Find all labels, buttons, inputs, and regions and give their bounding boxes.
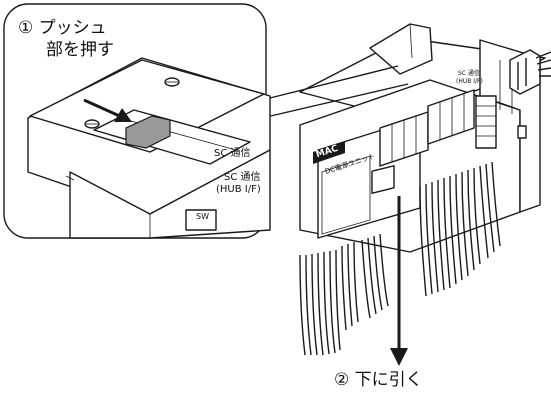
inset-label-sw: SW [196,212,209,221]
terminal-block [379,89,475,167]
inset-label-hub-line2: (HUB I/F) [216,184,261,195]
step1-label-line1: ① プッシュ [18,18,107,38]
step1-label-line2: 部を押す [46,40,114,60]
cable-plug [509,49,551,95]
callout-inset [3,3,271,239]
inset-label-hub-line1: SC 通信 [224,172,261,183]
pull-down-arrow [390,196,408,366]
side-connector [475,95,497,149]
device-side-label-line2: (HUB I/F) [456,78,483,85]
ribbon-cable-right [419,161,501,297]
ribbon-cable-left [299,233,389,356]
brand-tag [313,141,345,164]
callout-leader [261,65,409,119]
push-button [125,115,171,149]
step2-label: ② 下に引く [334,370,423,390]
push-arrow [83,98,132,122]
device-side-label-line1: SC 通信 [458,70,480,77]
inset-label-sc: SC 通信 [214,148,251,159]
device-unit [299,23,551,356]
